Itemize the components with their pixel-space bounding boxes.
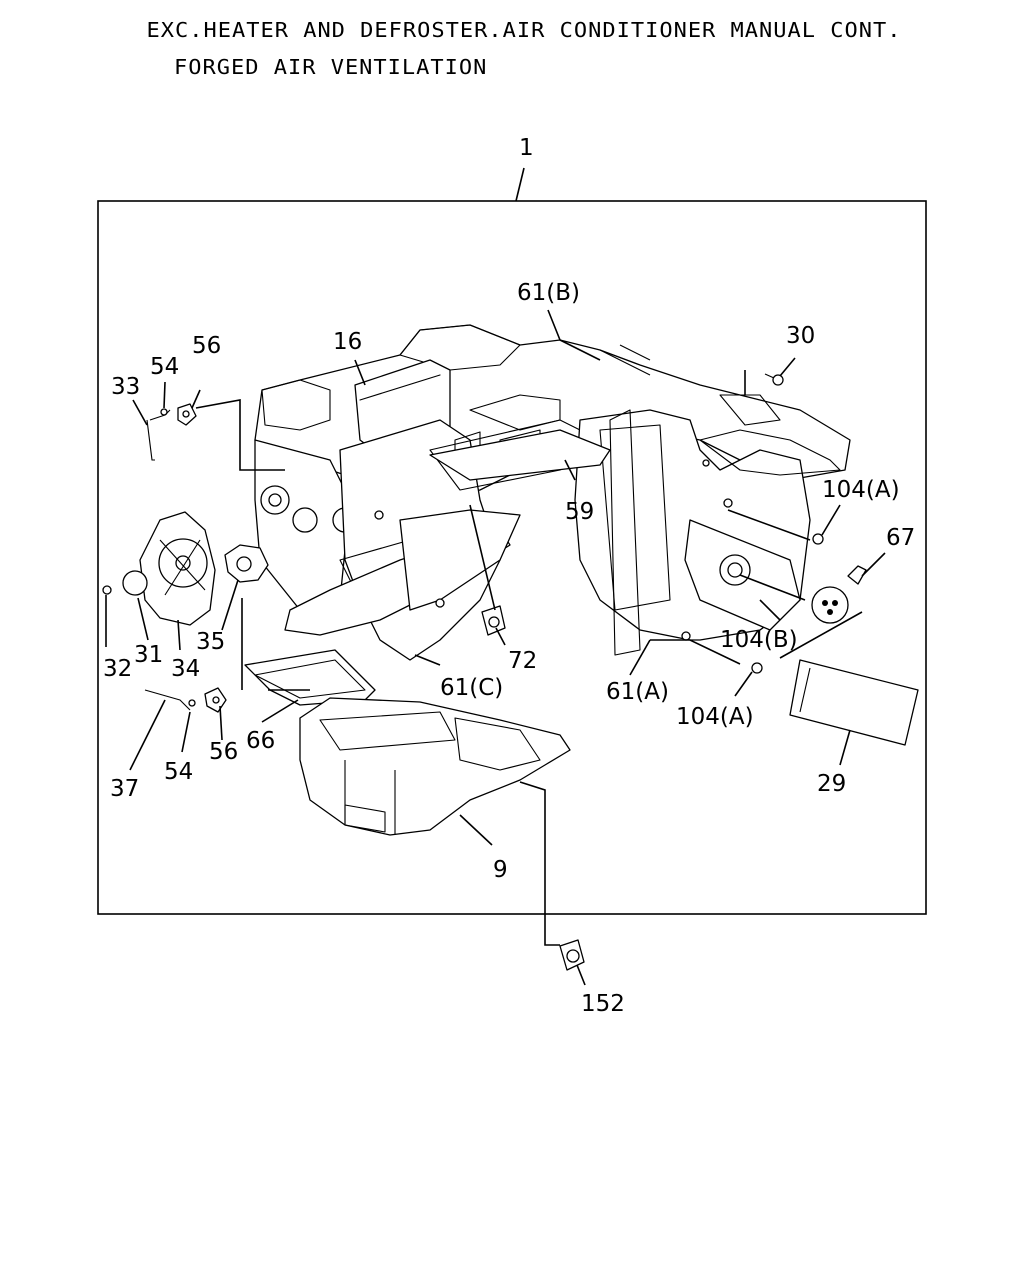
callout-1: 1 [519,135,534,161]
link-lever-lower [144,687,227,713]
pin-104a-upper [812,533,824,545]
callout-66: 66 [246,728,275,754]
callout-59: 59 [565,499,594,525]
callout-152: 152 [581,991,625,1017]
callout-56-lower: 56 [209,739,238,765]
leader-lines [105,309,886,986]
callout-54-upper: 54 [150,354,179,380]
pin-104a-lower [751,662,763,674]
callout-56-upper: 56 [192,333,221,359]
callout-61c: 61(C) [440,675,503,701]
callout-61b: 61(B) [517,280,580,306]
blend-motor-67 [811,565,867,624]
diagram-header: EXC.HEATER AND DEFROSTER.AIR CONDITIONER… [118,4,902,96]
mode-actuator-assembly [102,511,269,626]
callout-30: 30 [786,323,815,349]
screw-30 [764,373,784,386]
clip-72 [481,605,506,636]
link-lever-upper [146,403,197,461]
callout-34: 34 [171,656,200,682]
heater-unit-housing [254,324,851,661]
callout-67: 67 [886,525,915,551]
header-line-1: EXC.HEATER AND DEFROSTER.AIR CONDITIONER… [146,19,902,43]
callout-32: 32 [103,656,132,682]
label-plate-29 [789,659,919,746]
nut-152 [559,939,585,971]
assembly-frame [97,200,927,915]
leader-1 [515,167,525,202]
callout-54-lower: 54 [164,759,193,785]
callout-104a-upper: 104(A) [822,477,900,503]
callout-61a: 61(A) [606,679,669,705]
callout-35: 35 [196,629,225,655]
callout-16: 16 [333,329,362,355]
callout-72: 72 [508,648,537,674]
callout-9: 9 [493,857,508,883]
callout-31: 31 [134,642,163,668]
header-line-2: FORGED AIR VENTILATION [174,56,488,80]
callout-33: 33 [111,374,140,400]
lower-case-9 [299,697,571,836]
callout-104b: 104(B) [720,627,798,653]
callout-29: 29 [817,771,846,797]
callout-37: 37 [110,776,139,802]
callout-104a-lower: 104(A) [676,704,754,730]
callout-labels: 1 61(B) 30 16 56 54 33 104(A) 67 59 104(… [103,135,915,1017]
